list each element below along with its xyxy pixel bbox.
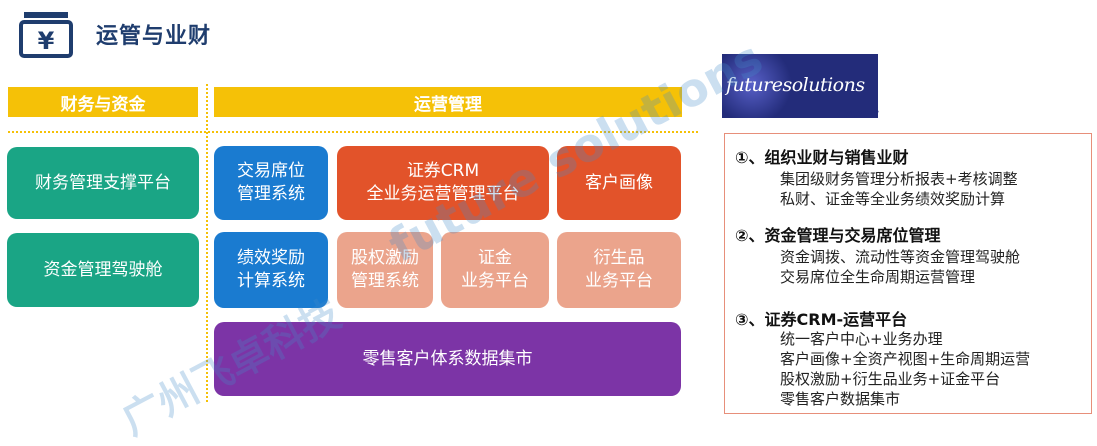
- summary-panel: ①、组织业财与销售业财 集团级财务管理分析报表+考核调整 私财、证金等全业务绩效…: [724, 133, 1092, 414]
- logo-subtitle: CMMI-3: [837, 109, 880, 120]
- panel-line: 股权激励+衍生品业务+证金平台: [780, 370, 1001, 388]
- divider-horizontal: [8, 131, 698, 133]
- retail-data-mart-box[interactable]: 零售客户体系数据集市: [214, 322, 681, 396]
- page-title: 运管与业财: [96, 24, 212, 49]
- finance-support-platform-box[interactable]: 财务管理支撑平台: [7, 147, 199, 219]
- securities-finance-box[interactable]: 证金 业务平台: [441, 232, 549, 308]
- trading-seat-system-box[interactable]: 交易席位 管理系统: [214, 146, 328, 220]
- equity-incentive-box[interactable]: 股权激励 管理系统: [337, 232, 433, 308]
- panel-heading-2: ②、资金管理与交易席位管理: [735, 226, 941, 245]
- yen-wallet-icon: ¥: [18, 8, 74, 60]
- panel-line: 客户画像+全资产视图+生命周期运营: [780, 350, 1031, 368]
- derivatives-box[interactable]: 衍生品 业务平台: [557, 232, 681, 308]
- logo-text: futuresolutions: [726, 74, 865, 96]
- panel-line: 私财、证金等全业务绩效奖励计算: [780, 190, 1006, 208]
- svg-text:¥: ¥: [38, 27, 55, 55]
- panel-line: 集团级财务管理分析报表+考核调整: [780, 170, 1018, 188]
- section-finance-title: 财务与资金: [8, 87, 198, 117]
- crm-platform-box[interactable]: 证券CRM 全业务运营管理平台: [337, 146, 549, 220]
- panel-line: 统一客户中心+业务办理: [780, 330, 943, 348]
- panel-heading-1: ①、组织业财与销售业财: [735, 148, 909, 167]
- section-operations-title: 运营管理: [214, 87, 682, 117]
- panel-line: 交易席位全生命周期运营管理: [780, 268, 976, 286]
- performance-bonus-system-box[interactable]: 绩效奖励 计算系统: [214, 232, 328, 308]
- panel-heading-3: ③、证券CRM-运营平台: [735, 310, 908, 329]
- customer-portrait-box[interactable]: 客户画像: [557, 146, 681, 220]
- panel-line: 零售客户数据集市: [780, 390, 901, 408]
- panel-line: 资金调拨、流动性等资金管理驾驶舱: [780, 248, 1021, 266]
- divider-vertical: [206, 84, 208, 402]
- fund-cockpit-box[interactable]: 资金管理驾驶舱: [7, 233, 199, 307]
- company-logo: futuresolutions: [722, 54, 878, 118]
